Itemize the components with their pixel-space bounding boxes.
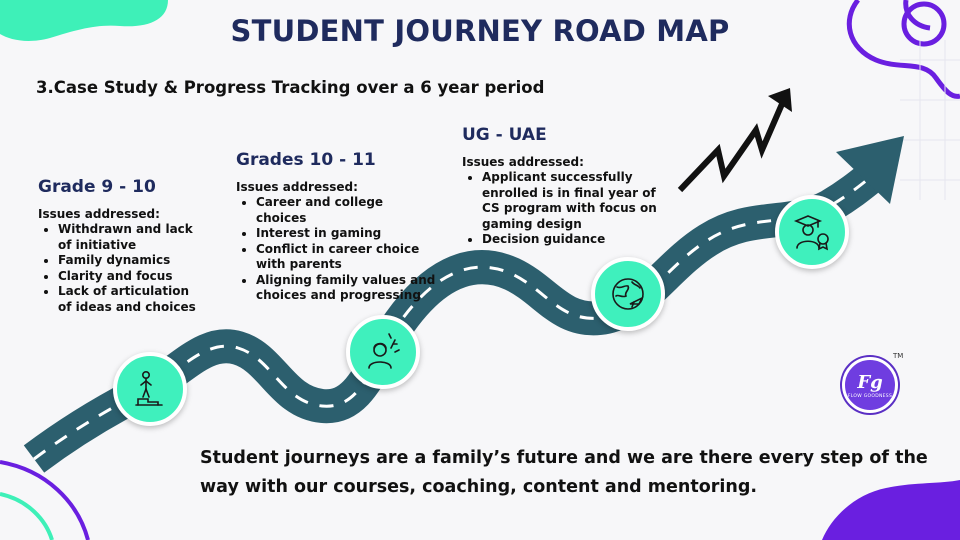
stage-grades-10-11: Grades 10 - 11 Issues addressed: Career … bbox=[236, 150, 436, 304]
purple-circle-decoration bbox=[901, 1, 947, 47]
person-on-steps-icon bbox=[135, 370, 163, 406]
growth-zigzag-arrow bbox=[677, 102, 785, 193]
list-item: Withdrawn and lack of initiative bbox=[58, 222, 198, 253]
purple-curl-decoration bbox=[846, 0, 960, 99]
logo-ring-text: FLOW GOODNESS bbox=[847, 394, 893, 399]
stage-heading: Grades 10 - 11 bbox=[236, 150, 376, 170]
stage-heading: UG - UAE bbox=[462, 125, 547, 145]
road-center-line bbox=[33, 174, 873, 461]
list-item: Lack of articulation of ideas and choice… bbox=[58, 284, 198, 315]
milestone-ug-uae bbox=[591, 257, 665, 331]
growth-arrowhead bbox=[768, 88, 792, 112]
stage-heading: Grade 9 - 10 bbox=[38, 177, 156, 197]
issues-label: Issues addressed: bbox=[38, 207, 160, 221]
footer-statement: Student journeys are a family’s future a… bbox=[200, 448, 928, 497]
list-item: Applicant successfully enrolled is in fi… bbox=[482, 170, 662, 232]
issue-list: Withdrawn and lack of initiative Family … bbox=[38, 222, 198, 315]
mint-arc-bottom-left bbox=[0, 492, 54, 540]
graduate-certificate-icon bbox=[793, 215, 829, 251]
logo-mark: Fg bbox=[857, 372, 883, 393]
page-title: STUDENT JOURNEY ROAD MAP bbox=[230, 14, 730, 48]
issues-label: Issues addressed: bbox=[462, 155, 584, 169]
purple-blob-decoration bbox=[822, 480, 960, 540]
page-subtitle: 3.Case Study & Progress Tracking over a … bbox=[36, 78, 545, 97]
list-item: Aligning family values and choices and p… bbox=[256, 273, 436, 304]
mint-blob-decoration bbox=[0, 0, 168, 41]
issue-list: Applicant successfully enrolled is in fi… bbox=[462, 170, 662, 248]
purple-arc-decoration bbox=[903, 0, 931, 31]
list-item: Clarity and focus bbox=[58, 269, 198, 285]
thinking-person-icon bbox=[368, 333, 400, 369]
grid-decoration bbox=[900, 40, 960, 200]
list-item: Interest in gaming bbox=[256, 226, 436, 242]
list-item: Conflict in career choice with parents bbox=[256, 242, 436, 273]
road-arrowhead bbox=[836, 136, 904, 204]
trademark: TM bbox=[893, 352, 904, 360]
purple-arc-bottom-left bbox=[0, 460, 90, 540]
issue-list: Career and college choices Interest in g… bbox=[236, 195, 436, 304]
stage-ug-uae: UG - UAE Issues addressed: Applicant suc… bbox=[462, 125, 662, 248]
stage-grade-9-10: Grade 9 - 10 Issues addressed: Withdrawn… bbox=[38, 177, 198, 315]
milestone-grades-10-11 bbox=[346, 315, 420, 389]
flow-goodness-logo: Fg FLOW GOODNESS bbox=[842, 357, 898, 413]
globe-plane-icon bbox=[612, 278, 644, 310]
list-item: Family dynamics bbox=[58, 253, 198, 269]
milestone-graduate bbox=[775, 195, 849, 269]
list-item: Career and college choices bbox=[256, 195, 436, 226]
issues-label: Issues addressed: bbox=[236, 180, 358, 194]
milestone-grade-9-10 bbox=[113, 352, 187, 426]
list-item: Decision guidance bbox=[482, 232, 662, 248]
